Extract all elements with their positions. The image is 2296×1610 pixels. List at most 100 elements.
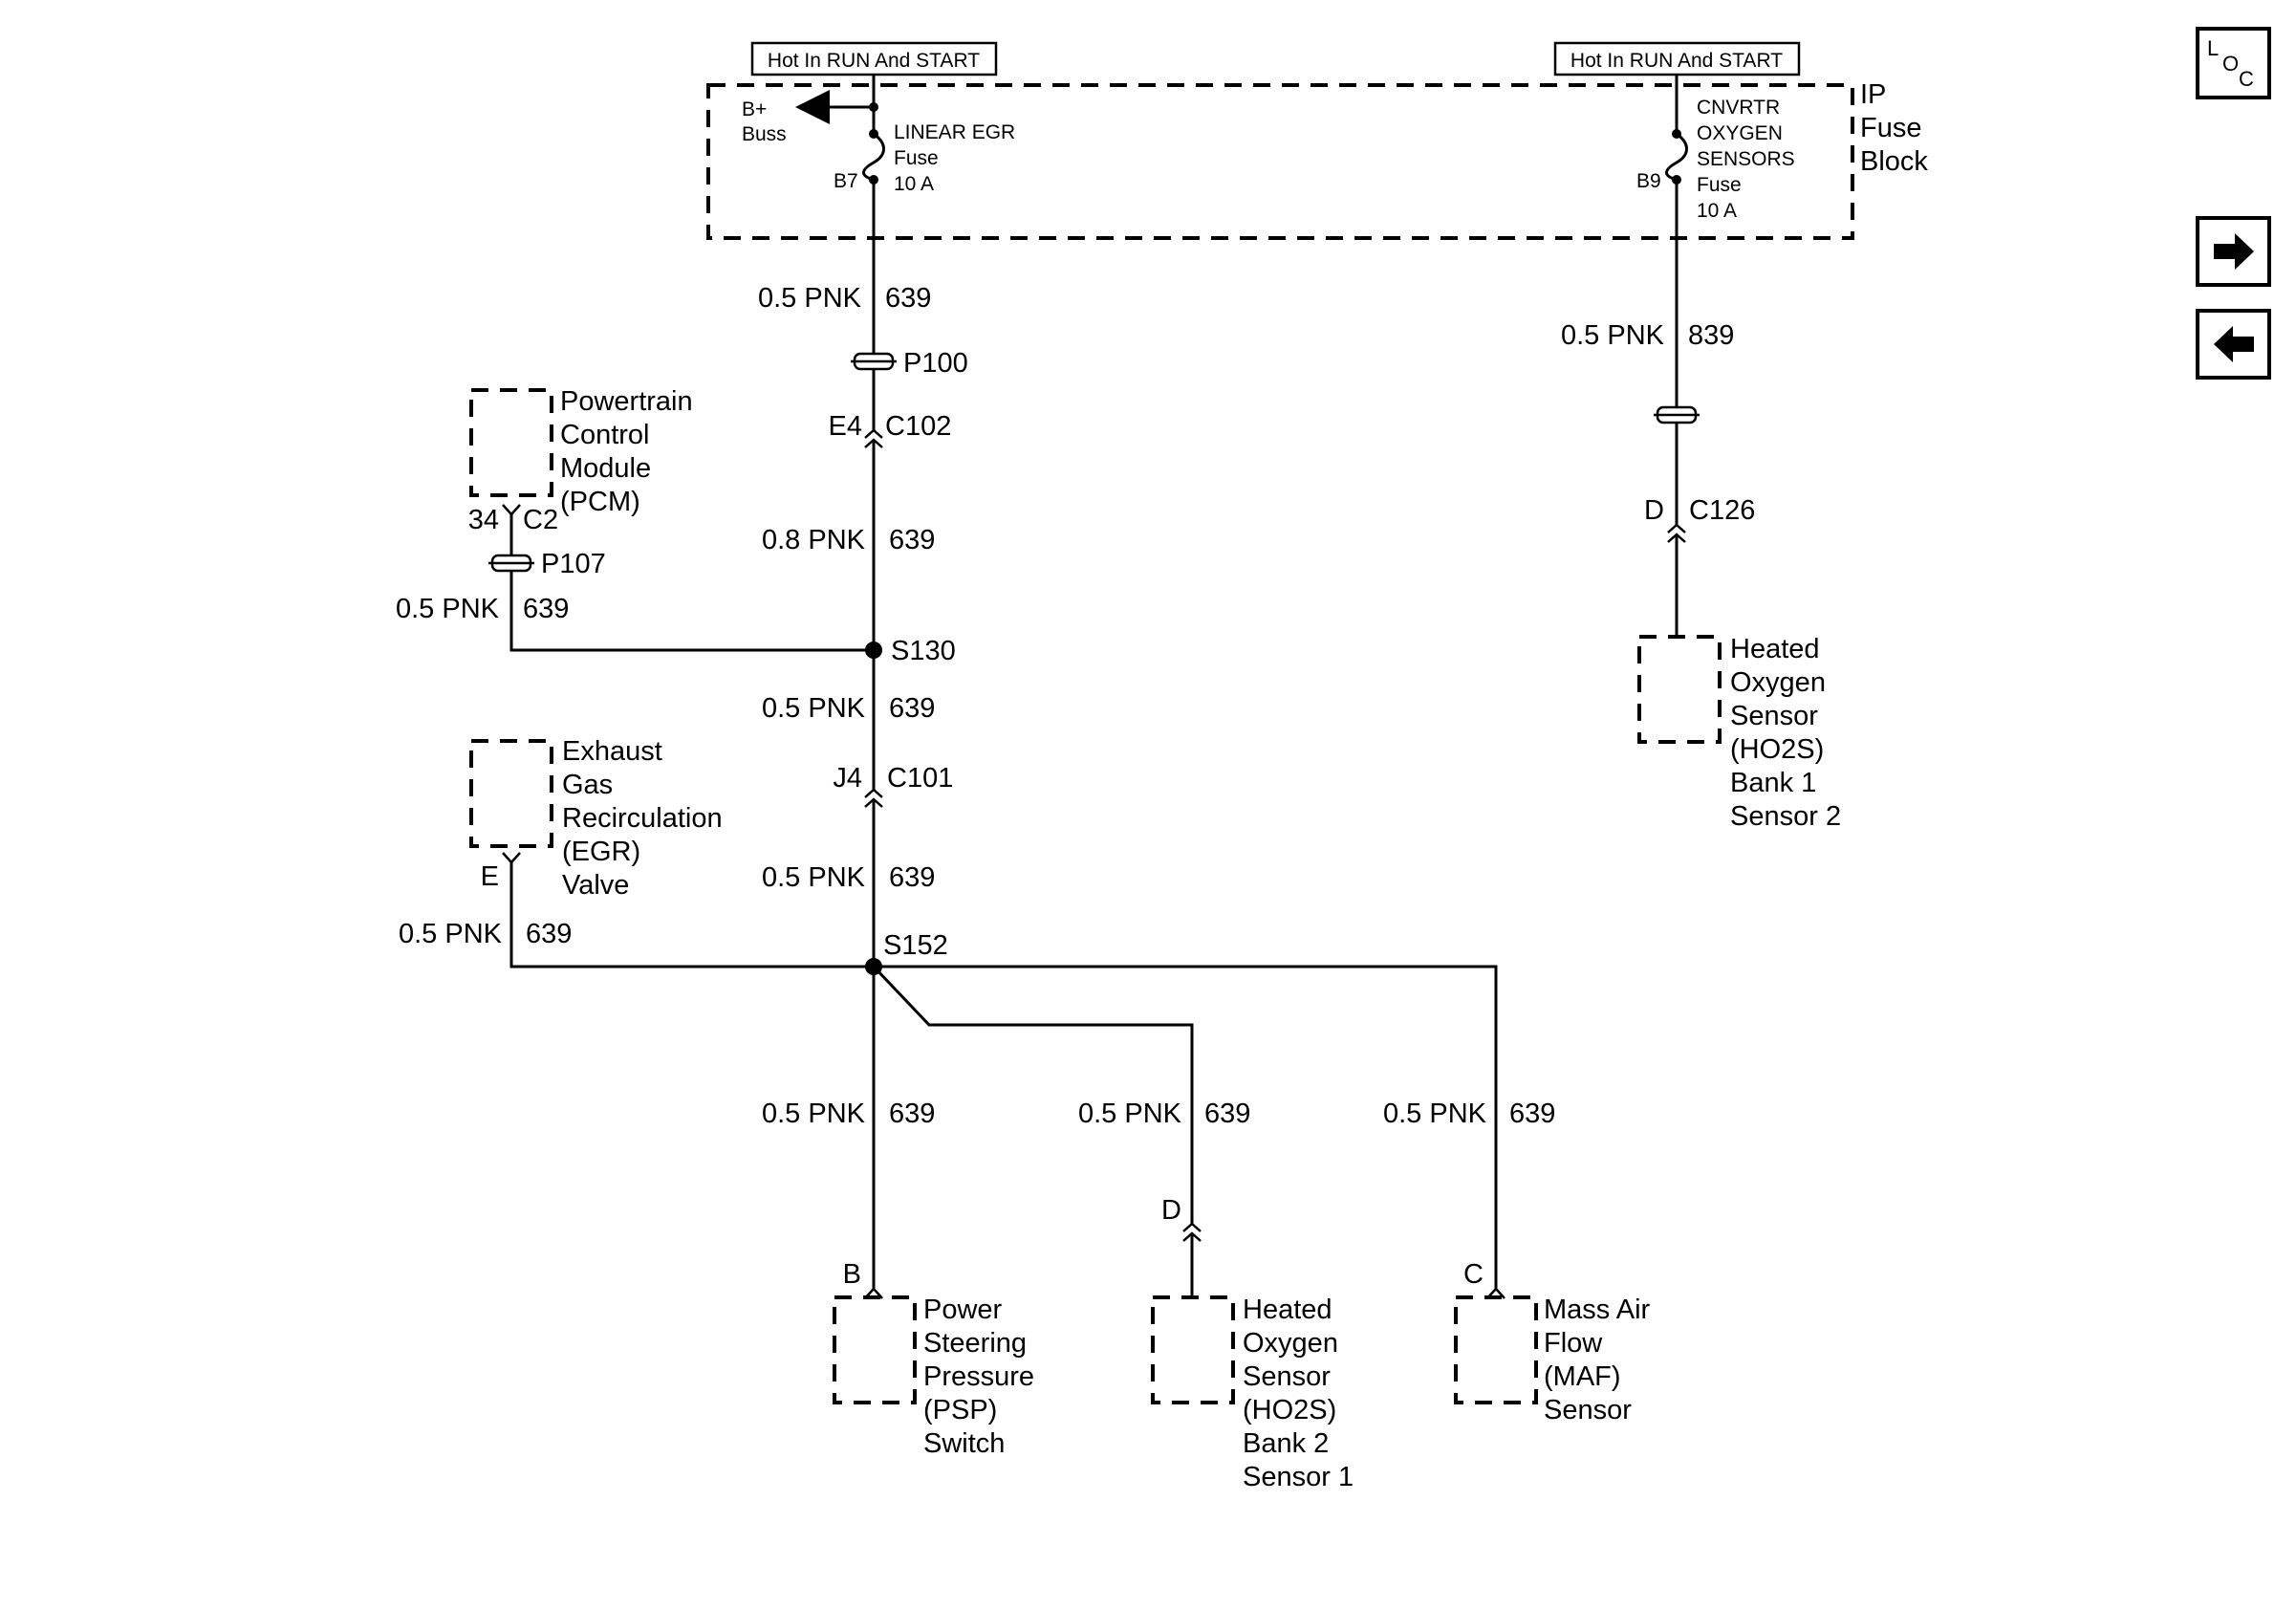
wire-gauge-w1: 0.5 PNK — [758, 283, 862, 314]
psp-label-3: Pressure — [923, 1361, 1034, 1392]
bplus-label: B+ — [742, 98, 767, 120]
wire-circuit-w1: 639 — [885, 283, 931, 314]
maf-component-box — [1454, 1295, 1538, 1404]
ho2s-b1s2-label-5: Bank 1 — [1730, 768, 1816, 798]
wire-circuit-w4: 639 — [889, 693, 935, 724]
fuse-block-label-2: Fuse — [1860, 113, 1921, 143]
maf-pin: C — [1463, 1259, 1484, 1290]
ho2s-b2s1-label-4: (HO2S) — [1243, 1395, 1336, 1425]
wire-circuit-w2: 639 — [889, 525, 935, 555]
egr-label-5: Valve — [562, 870, 629, 901]
wire-circuit-w10: 839 — [1688, 320, 1734, 351]
fuse-block-label-1: IP — [1860, 79, 1886, 110]
egr-label-1: Exhaust — [562, 736, 662, 767]
pcm-component-box — [469, 388, 553, 497]
left-fuse-pin: B7 — [834, 170, 858, 192]
ho2s-b1s2-label-2: Oxygen — [1730, 667, 1826, 698]
right-fuse-name-2: OXYGEN — [1697, 122, 1783, 144]
loc-button[interactable]: L O C — [2196, 27, 2271, 99]
right-fuse-name-3: SENSORS — [1697, 148, 1795, 170]
loc-letter-c: C — [2239, 67, 2254, 91]
egr-connector-symbol — [502, 852, 521, 864]
buss-label: Buss — [742, 123, 787, 145]
wire-gauge-w3: 0.5 PNK — [396, 594, 500, 624]
c126-pin: D — [1644, 495, 1664, 526]
left-fuse-rating: 10 A — [894, 173, 934, 195]
pcm-label-2: Control — [560, 420, 650, 450]
loc-letter-l: L — [2207, 36, 2219, 60]
hot-in-run-label-left: Hot In RUN And START — [768, 50, 980, 72]
right-fuse-element — [1665, 132, 1688, 182]
back-button[interactable] — [2196, 309, 2271, 380]
arrow-right-icon — [2214, 233, 2254, 270]
pcm-connector-symbol — [502, 504, 521, 516]
loc-letter-o: O — [2222, 52, 2239, 76]
c101-pin: J4 — [833, 763, 862, 794]
c102-label: C102 — [885, 411, 951, 442]
c101-label: C101 — [887, 763, 953, 794]
s130-label: S130 — [891, 636, 956, 666]
ip-fuse-block-outline — [706, 83, 1854, 240]
wire-gauge-w9: 0.5 PNK — [1383, 1099, 1487, 1129]
ho2s-b1s2-label-3: Sensor — [1730, 701, 1818, 731]
wire-gauge-w4: 0.5 PNK — [762, 693, 866, 724]
wire-circuit-w3: 639 — [523, 594, 569, 624]
psp-component-box — [833, 1295, 917, 1404]
ho2s-b2s1-connector-symbol — [1182, 1222, 1202, 1242]
pcm-label-1: Powertrain — [560, 386, 693, 417]
wire-pcm-to-s130 — [509, 571, 874, 652]
wire-gauge-w8: 0.5 PNK — [1078, 1099, 1182, 1129]
maf-label-4: Sensor — [1544, 1395, 1632, 1425]
c126-label: C126 — [1689, 495, 1755, 526]
maf-label-2: Flow — [1544, 1328, 1603, 1359]
wire-egr-to-s152 — [509, 862, 874, 968]
ho2s-b1s2-label-4: (HO2S) — [1730, 734, 1824, 765]
wire-circuit-w5: 639 — [889, 862, 935, 893]
ho2s-b2s1-label-2: Oxygen — [1243, 1328, 1338, 1359]
ho2s-b2s1-label-5: Bank 2 — [1243, 1428, 1329, 1459]
right-fuse-rating: 10 A — [1697, 200, 1737, 222]
wire-s152-to-ho2s-b2s1 — [872, 965, 1194, 1224]
wire-gauge-w6: 0.5 PNK — [399, 919, 503, 949]
pcm-pin: 34 — [468, 505, 499, 535]
s152-label: S152 — [883, 930, 948, 961]
c101-connector-symbol — [864, 788, 883, 808]
egr-label-4: (EGR) — [562, 837, 640, 867]
ho2s-b1s2-label-1: Heated — [1730, 634, 1820, 664]
p107-label: P107 — [541, 549, 606, 579]
psp-label-4: (PSP) — [923, 1395, 997, 1425]
hot-in-run-label-right: Hot In RUN And START — [1570, 50, 1783, 72]
c126-connector-symbol — [1667, 523, 1686, 543]
psp-connector-symbol — [864, 1287, 883, 1299]
maf-label-3: (MAF) — [1544, 1361, 1621, 1392]
wire-circuit-w6: 639 — [526, 919, 572, 949]
psp-label-1: Power — [923, 1295, 1003, 1325]
left-fuse-name: LINEAR EGR — [894, 121, 1015, 143]
pcm-label-4: (PCM) — [560, 487, 640, 517]
egr-label-2: Gas — [562, 770, 613, 800]
egr-component-box — [469, 739, 553, 848]
wire-circuit-w9: 639 — [1509, 1099, 1555, 1129]
wire-gauge-w10: 0.5 PNK — [1561, 320, 1665, 351]
ho2s-b2s1-pin: D — [1161, 1195, 1181, 1226]
pcm-label-3: Module — [560, 453, 651, 484]
forward-button[interactable] — [2196, 216, 2271, 287]
wire-s152-to-maf — [874, 965, 1498, 1289]
right-fuse-word: Fuse — [1697, 174, 1742, 196]
wire-gauge-w5: 0.5 PNK — [762, 862, 866, 893]
left-fuse-element — [862, 132, 885, 182]
maf-connector-symbol — [1486, 1287, 1505, 1299]
ho2s-b1s2-label-6: Sensor 2 — [1730, 801, 1841, 832]
ho2s-b2s1-component-box — [1151, 1295, 1235, 1404]
p100-label: P100 — [903, 348, 968, 379]
left-fuse-word: Fuse — [894, 147, 939, 169]
psp-label-2: Steering — [923, 1328, 1027, 1359]
maf-label-1: Mass Air — [1544, 1295, 1651, 1325]
right-fuse-pin: B9 — [1636, 170, 1661, 192]
right-fuse-name-1: CNVRTR — [1697, 97, 1780, 119]
arrow-left-icon — [2214, 326, 2254, 362]
egr-pin: E — [481, 861, 499, 892]
pcm-connector-label: C2 — [523, 505, 558, 535]
wire-circuit-w8: 639 — [1204, 1099, 1250, 1129]
